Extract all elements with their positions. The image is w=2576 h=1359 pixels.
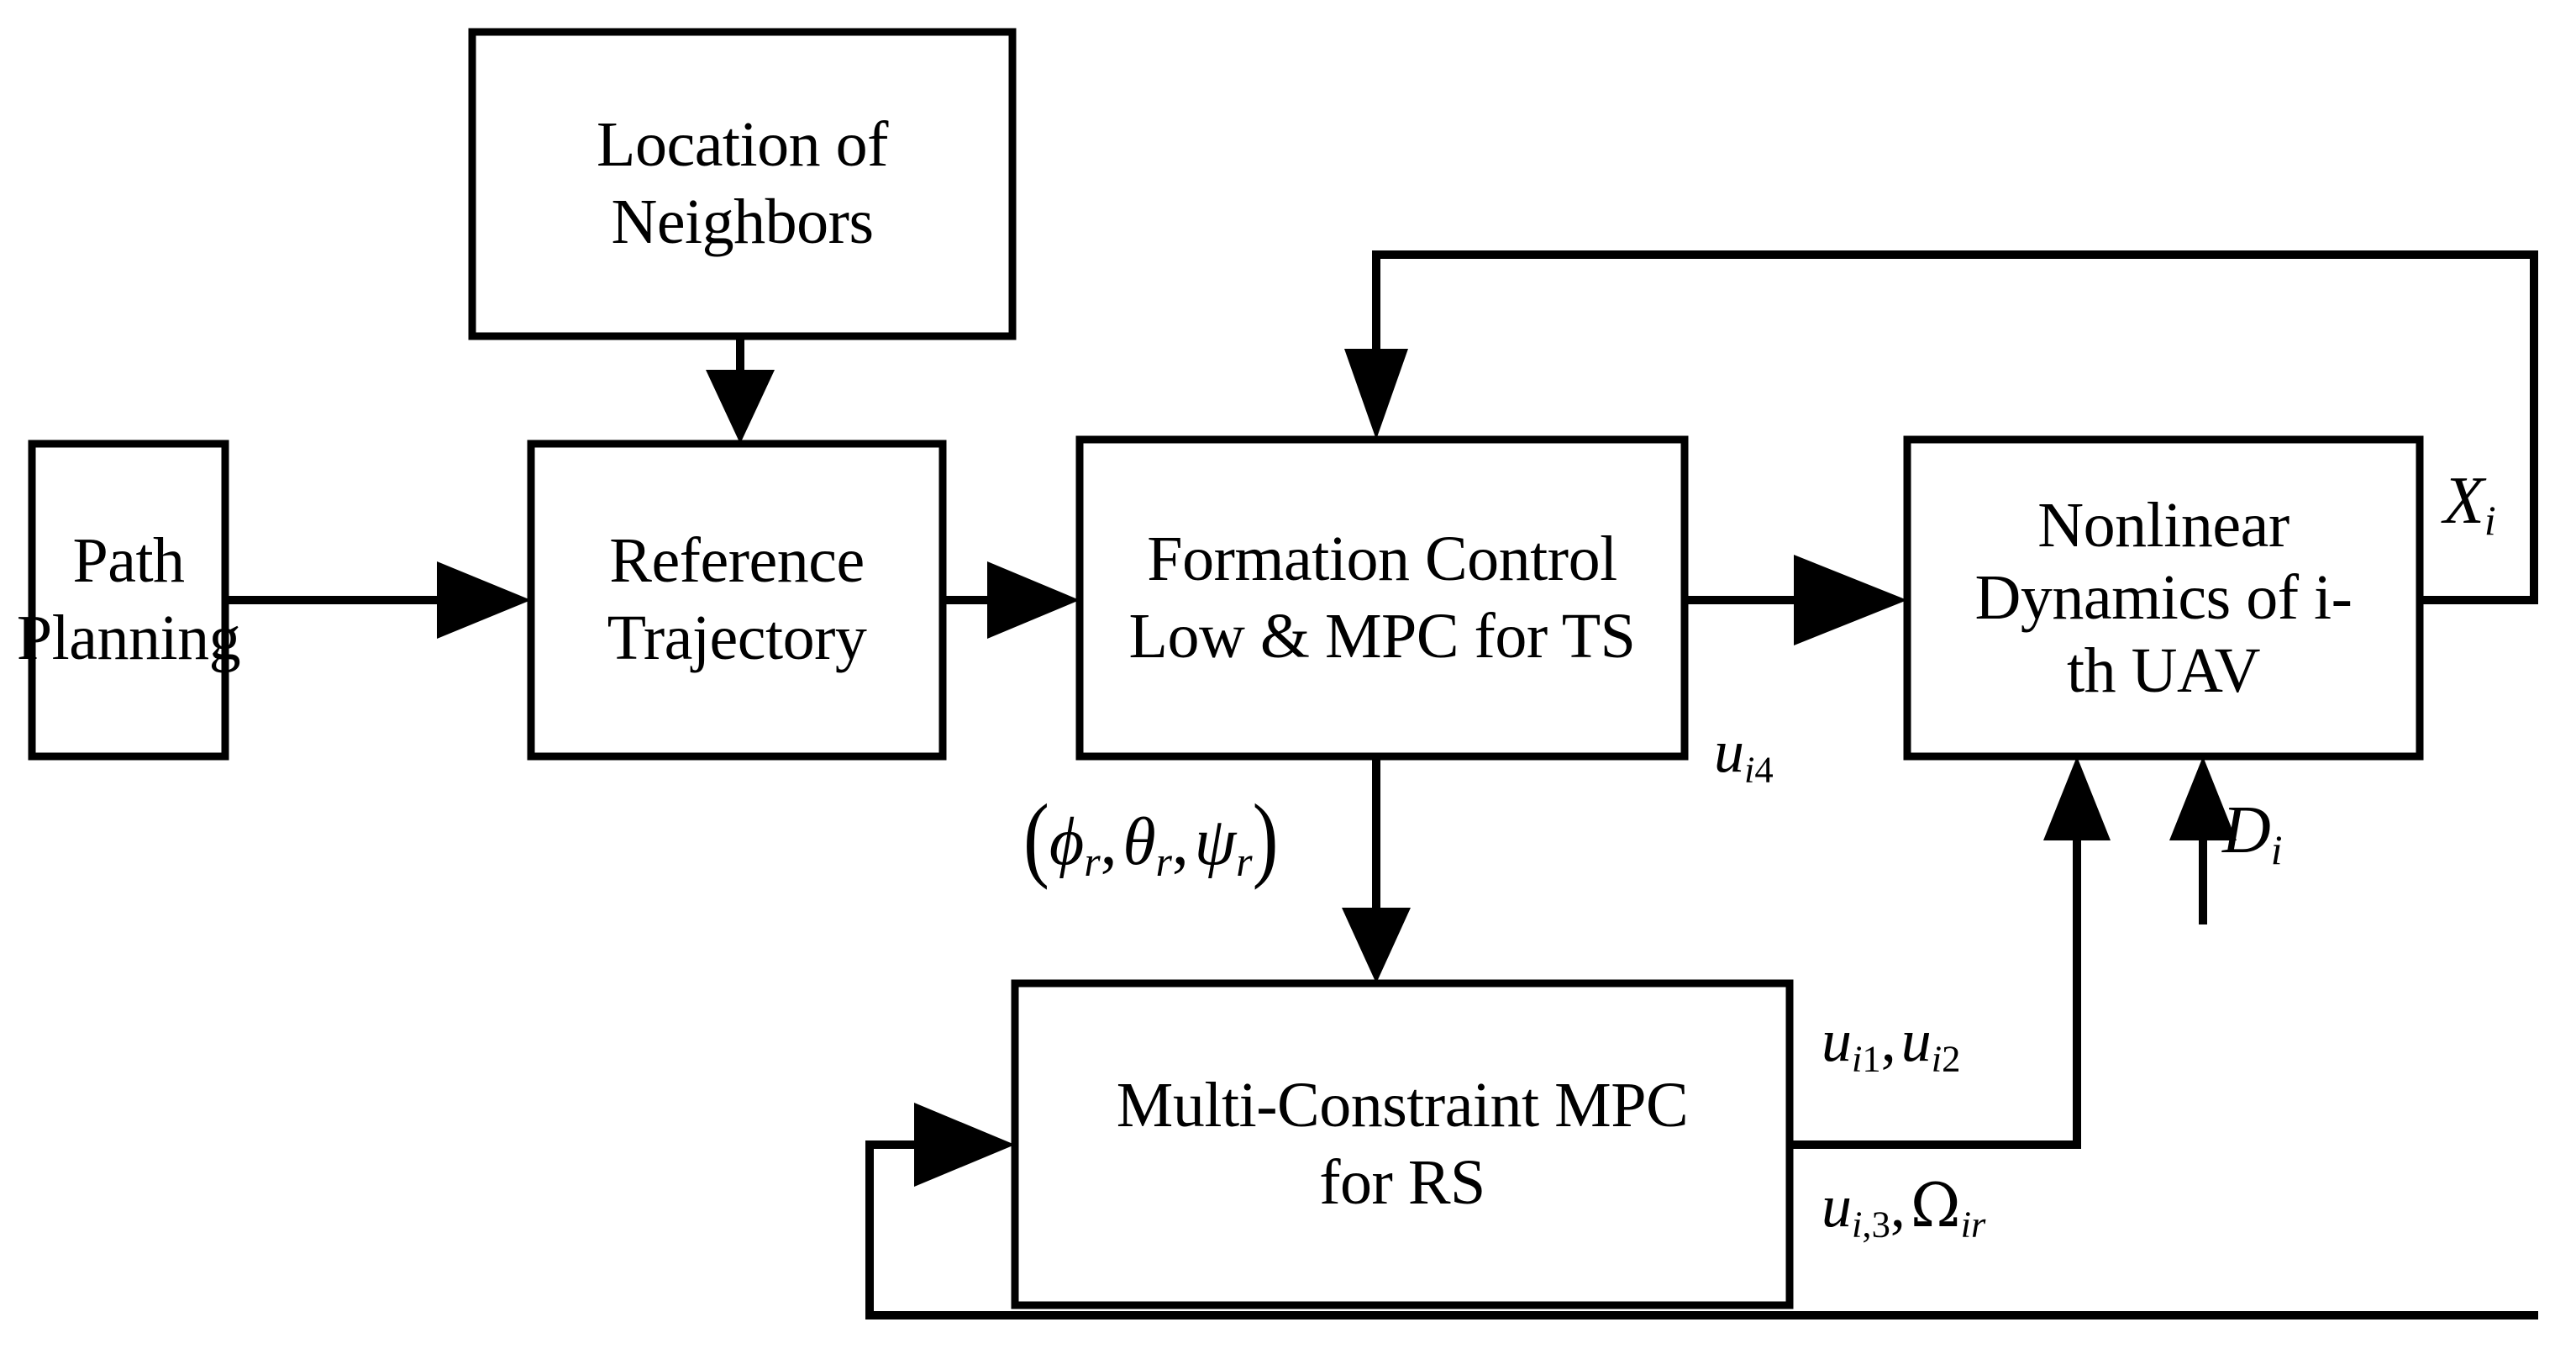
arrowhead-bottom-feedback-to-mpc — [914, 1103, 1015, 1187]
arrowhead-disturbance-input — [2169, 756, 2237, 840]
arrowhead-reference-to-formation — [987, 561, 1080, 639]
arrowhead-neighbors-to-reference — [706, 370, 775, 444]
arrowhead-path-to-reference — [437, 561, 531, 639]
arrowhead-formation-to-mpc — [1342, 908, 1411, 983]
block-reference-trajectory[interactable] — [527, 440, 947, 761]
block-path-planning[interactable] — [28, 440, 229, 761]
block-nonlinear-dynamics[interactable] — [1903, 435, 2424, 761]
block-multi-constraint-mpc[interactable] — [1011, 979, 1794, 1309]
arrowhead-formation-to-dynamics — [1794, 555, 1907, 645]
arrowhead-mpc-output-to-dynamics — [2043, 756, 2111, 840]
block-formation-control[interactable] — [1075, 435, 1689, 761]
block-location-of-neighbors[interactable] — [468, 28, 1017, 340]
arrowhead-state-feedback-to-formation — [1344, 349, 1408, 440]
